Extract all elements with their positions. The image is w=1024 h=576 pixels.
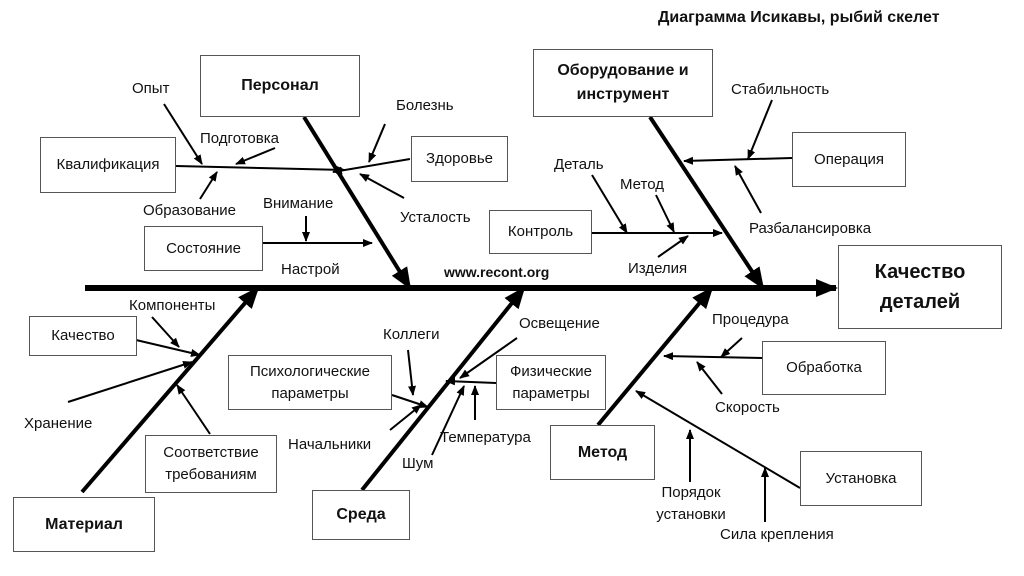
box-quality: Качество (29, 316, 137, 356)
diagram-title: Диаграмма Исикавы, рыбий скелет (658, 9, 940, 26)
effect-label: Качество деталей (874, 261, 966, 313)
watermark: www.recont.org (444, 264, 550, 280)
label-temperature: Температура (440, 429, 531, 446)
box-installation: Установка (800, 451, 922, 506)
box-psychological: Психологические параметры (228, 355, 392, 410)
label-part: Деталь (554, 156, 604, 173)
label-education: Образование (143, 202, 236, 219)
box-state: Состояние (144, 226, 263, 271)
label-illness: Болезнь (396, 97, 454, 114)
label-experience: Опыт (132, 80, 170, 97)
box-qualification: Квалификация (40, 137, 176, 193)
category-material: Материал (13, 497, 155, 552)
bone-environment (360, 286, 526, 492)
label-fatigue: Усталость (400, 209, 471, 226)
box-processing: Обработка (762, 341, 886, 395)
box-compliance: Соответствие требованиям (145, 435, 277, 493)
bone-method (596, 286, 714, 427)
box-operation: Операция (792, 132, 906, 187)
effect-box: Качество деталей (838, 245, 1002, 329)
label-stability: Стабильность (731, 81, 830, 98)
box-health: Здоровье (411, 136, 508, 182)
label-imbalance: Разбалансировка (749, 220, 872, 237)
label-products: Изделия (628, 260, 688, 277)
category-equipment: Оборудование и инструмент (533, 49, 713, 117)
box-control: Контроль (489, 210, 592, 254)
label-install-order: Порядок установки (656, 484, 726, 523)
label-mounting-force: Сила крепления (720, 526, 834, 543)
label-method-eq: Метод (620, 176, 664, 193)
label-components: Компоненты (129, 297, 216, 314)
label-training: Подготовка (200, 130, 279, 147)
bone-material (80, 286, 260, 494)
label-procedure: Процедура (712, 311, 789, 328)
label-speed: Скорость (715, 399, 780, 416)
label-mood: Настрой (281, 261, 340, 278)
label-lighting: Освещение (519, 315, 600, 332)
label-bosses: Начальники (288, 436, 372, 453)
category-environment: Среда (312, 490, 410, 540)
bone-equipment (648, 115, 765, 290)
bone-personnel (302, 115, 412, 290)
category-personnel: Персонал (200, 55, 360, 117)
label-colleagues: Коллеги (383, 326, 440, 343)
category-method: Метод (550, 425, 655, 480)
label-attention: Внимание (263, 195, 334, 212)
label-storage: Хранение (24, 415, 93, 432)
label-noise: Шум (402, 455, 434, 472)
box-physical: Физические параметры (496, 355, 606, 410)
